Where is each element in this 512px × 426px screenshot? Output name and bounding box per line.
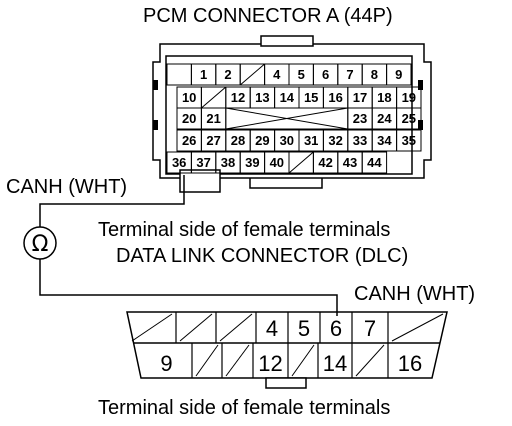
pcm-pin-cell bbox=[396, 107, 422, 130]
pcm-pin-number: 32 bbox=[328, 133, 342, 148]
dlc-top-pin-empty-mark bbox=[219, 313, 253, 342]
dlc-connector bbox=[126, 311, 448, 389]
pcm-connector bbox=[152, 35, 432, 193]
pcm-pin-number: 2 bbox=[224, 67, 231, 82]
dlc-title: DATA LINK CONNECTOR (DLC) bbox=[116, 245, 408, 267]
pcm-pin-number: 31 bbox=[304, 133, 318, 148]
pcm-pin-number: 42 bbox=[318, 155, 332, 170]
pcm-pin-empty-mark bbox=[201, 86, 227, 109]
pcm-pin-number: 9 bbox=[395, 67, 402, 82]
pcm-pin-number: 25 bbox=[402, 111, 416, 126]
dlc-bottom-pin-empty-mark bbox=[355, 344, 385, 377]
pcm-pin-number: 29 bbox=[255, 133, 269, 148]
pcm-pin-number: 38 bbox=[221, 155, 235, 170]
pcm-pin-number: 4 bbox=[273, 67, 281, 82]
pcm-pin-number: 44 bbox=[367, 155, 382, 170]
wire-pcm-to-meter bbox=[39, 175, 185, 228]
dlc-bottom-pin-number: 16 bbox=[398, 351, 422, 376]
pcm-pin-empty-mark bbox=[239, 63, 265, 86]
pcm-pin-number: 34 bbox=[377, 133, 392, 148]
pcm-pin-number: 5 bbox=[298, 67, 305, 82]
pcm-pin-number: 16 bbox=[328, 90, 342, 105]
pcm-pin-number: 14 bbox=[280, 90, 295, 105]
wire-meter-to-dlc bbox=[39, 258, 338, 316]
pcm-pin-blank-mark bbox=[225, 107, 348, 130]
pcm-pin-cell bbox=[396, 129, 422, 152]
dlc-terminal-caption: Terminal side of female terminals bbox=[98, 397, 390, 419]
pcm-pin-number: 23 bbox=[353, 111, 367, 126]
pcm-pin-number: 30 bbox=[280, 133, 294, 148]
pcm-pin-number: 12 bbox=[231, 90, 245, 105]
pcm-pin-empty-mark bbox=[288, 151, 314, 174]
pcm-pin-number: 26 bbox=[182, 133, 196, 148]
pcm-pin-number: 21 bbox=[206, 111, 220, 126]
dlc-top-pin-number: 5 bbox=[298, 316, 310, 341]
pcm-pin-number: 8 bbox=[371, 67, 378, 82]
pcm-pin-number: 24 bbox=[377, 111, 392, 126]
pcm-pin-number: 43 bbox=[343, 155, 357, 170]
pcm-pin-number: 20 bbox=[182, 111, 196, 126]
ohmmeter: Ω bbox=[23, 226, 57, 260]
dlc-bottom-pin-empty-mark bbox=[195, 344, 219, 377]
pcm-pin-number: 37 bbox=[196, 155, 210, 170]
dlc-bottom-pin-empty-mark bbox=[291, 344, 315, 377]
dlc-top-pin-empty-mark bbox=[391, 313, 444, 342]
pcm-pin-number: 18 bbox=[377, 90, 391, 105]
pcm-pin-cell bbox=[361, 151, 388, 174]
dlc-top-pin-number: 6 bbox=[330, 316, 342, 341]
canh-label-pcm: CANH (WHT) bbox=[6, 176, 127, 198]
canh-label-dlc: CANH (WHT) bbox=[354, 283, 475, 305]
pcm-pin-number: 17 bbox=[353, 90, 367, 105]
dlc-top-pin-number: 4 bbox=[266, 316, 278, 341]
pcm-pin-number: 7 bbox=[346, 67, 353, 82]
pcm-pin-cell bbox=[386, 63, 412, 86]
ohmmeter-circle bbox=[23, 226, 57, 260]
pcm-pin-number: 27 bbox=[206, 133, 220, 148]
pcm-pin-number: 40 bbox=[270, 155, 284, 170]
pcm-pin-cell bbox=[166, 63, 192, 86]
pcm-pin-number: 13 bbox=[255, 90, 269, 105]
dlc-bottom-pin-number: 12 bbox=[258, 351, 282, 376]
dlc-top-pin-empty-mark bbox=[131, 313, 173, 342]
pcm-pin-number: 36 bbox=[172, 155, 186, 170]
pcm-pin-number: 15 bbox=[304, 90, 318, 105]
dlc-top-pin-empty-mark bbox=[179, 313, 213, 342]
pcm-pin-number: 35 bbox=[402, 133, 416, 148]
pcm-pin-number: 39 bbox=[245, 155, 259, 170]
pcm-pin-number: 28 bbox=[231, 133, 245, 148]
pcm-terminal-caption: Terminal side of female terminals bbox=[98, 219, 390, 241]
pcm-pin-number: 6 bbox=[322, 67, 329, 82]
dlc-bottom-pin-number: 14 bbox=[323, 351, 347, 376]
dlc-bottom-pin-number: 9 bbox=[160, 351, 172, 376]
pcm-pin-number: 10 bbox=[182, 90, 196, 105]
dlc-bottom-pin-empty-mark bbox=[225, 344, 250, 377]
pcm-pin-number: 1 bbox=[200, 67, 207, 82]
pcm-connector-title: PCM CONNECTOR A (44P) bbox=[143, 5, 393, 27]
dlc-top-pin-number: 7 bbox=[364, 316, 376, 341]
ohm-icon: Ω bbox=[32, 232, 49, 257]
pcm-pin-number: 33 bbox=[353, 133, 367, 148]
pcm-pin-number: 19 bbox=[402, 90, 416, 105]
